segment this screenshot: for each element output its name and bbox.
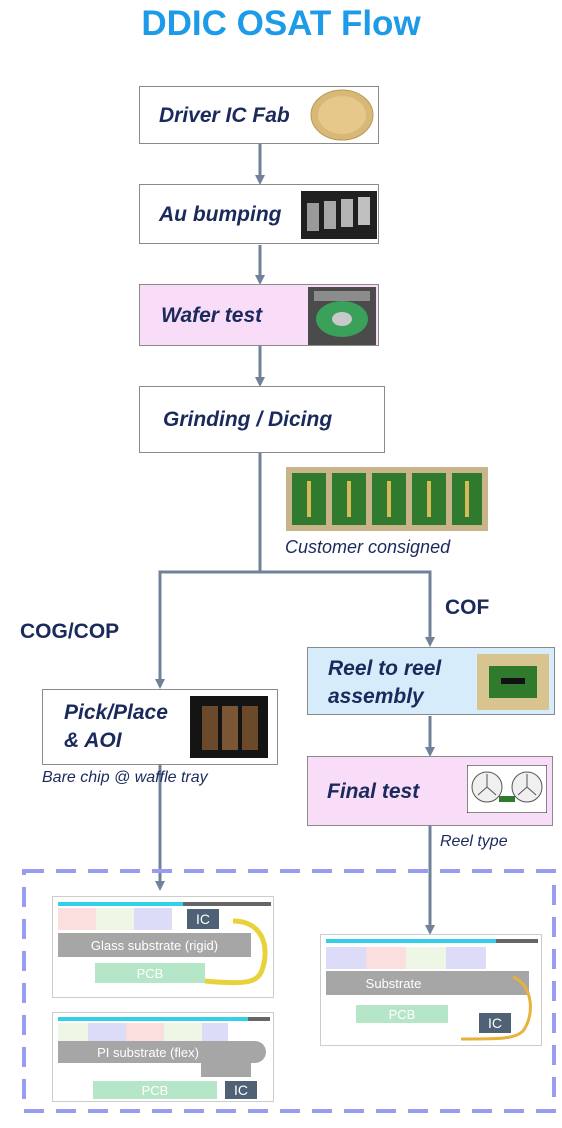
reel-icon (467, 765, 547, 813)
flex-module-panel: PI substrate (flex) PCB IC (52, 1012, 274, 1102)
ic-chip: IC (479, 1013, 511, 1033)
step-label: Au bumping (159, 203, 282, 226)
step-label: Wafer test (161, 304, 263, 327)
step-pick-place: Pick/Place & AOI (42, 689, 278, 765)
flex-cable (460, 975, 532, 1041)
prober-image (308, 287, 376, 345)
bump-image (301, 191, 377, 239)
ic-chip: IC (225, 1081, 257, 1099)
ic-label: IC (196, 911, 210, 927)
ic-label: IC (488, 1015, 502, 1031)
pixel-red (58, 908, 96, 930)
pixel-green (406, 947, 446, 969)
pcb: PCB (356, 1005, 448, 1023)
step-label: Final test (327, 780, 420, 803)
pi-substrate: PI substrate (flex) (58, 1041, 266, 1063)
arrow-to-cog (155, 452, 262, 689)
cof-substrate-label: Substrate (365, 976, 422, 991)
caption-bare-chip: Bare chip @ waffle tray (42, 769, 208, 786)
pixel-red (366, 947, 406, 969)
glass-substrate-label: Glass substrate (rigid) (90, 938, 219, 953)
pcb: PCB (95, 963, 205, 983)
caption-customer-consigned: Customer consigned (285, 537, 451, 557)
top-bar (496, 939, 538, 943)
step-label: Driver IC Fab (159, 104, 290, 127)
pixel-blue (326, 947, 366, 969)
pixel-blue (88, 1023, 126, 1041)
ic-chip: IC (187, 909, 219, 929)
wafer-image (310, 89, 374, 141)
pixel-green (58, 1023, 88, 1041)
branch-label-cof: COF (445, 596, 490, 619)
dashed-module-border (22, 869, 556, 1113)
pcb-label: PCB (136, 966, 164, 981)
caption-reel-type: Reel type (440, 833, 508, 850)
step-label-line1: Pick/Place (64, 701, 168, 724)
step-wafer-test: Wafer test (139, 284, 379, 346)
waffle-tray-image (190, 696, 268, 758)
pixel-red (126, 1023, 164, 1041)
cof-film-image (477, 654, 549, 710)
flex-cable (204, 918, 268, 986)
pixel-green (164, 1023, 202, 1041)
branch-label-cog: COG/COP (20, 620, 120, 643)
cof-substrate: Substrate (326, 971, 529, 995)
pcb-label: PCB (141, 1083, 169, 1098)
step-au-bumping: Au bumping (139, 184, 379, 244)
polarizer-bar (58, 902, 183, 906)
pixel-blue (202, 1023, 228, 1041)
pi-substrate-label: PI substrate (flex) (97, 1045, 199, 1060)
step-label-line1: Reel to reel (328, 657, 442, 680)
ic-label: IC (234, 1082, 248, 1098)
glass-module-panel: IC Glass substrate (rigid) PCB (52, 896, 274, 998)
step-label: Grinding / Dicing (163, 408, 333, 431)
pixel-blue (134, 908, 172, 930)
step-grinding-dicing: Grinding / Dicing (139, 386, 385, 453)
step-driver-ic-fab: Driver IC Fab (139, 86, 379, 144)
pixel-blue (446, 947, 486, 969)
tape-image (286, 467, 488, 531)
step-reel-to-reel: Reel to reel assembly (307, 647, 555, 715)
top-bar (248, 1017, 270, 1021)
pi-fold (201, 1059, 251, 1077)
pcb: PCB (93, 1081, 217, 1099)
top-bar (183, 902, 271, 906)
glass-substrate: Glass substrate (rigid) (58, 933, 251, 957)
polarizer-bar (58, 1017, 248, 1021)
polarizer-bar (326, 939, 496, 943)
page-title: DDIC OSAT Flow (141, 4, 421, 43)
step-final-test: Final test (307, 756, 553, 826)
step-label-line2: assembly (328, 685, 424, 708)
step-label-line2: & AOI (64, 729, 122, 752)
arrow-to-cof (260, 570, 435, 647)
cof-module-panel: Substrate PCB IC (320, 934, 542, 1046)
pixel-green (96, 908, 134, 930)
pcb-label: PCB (388, 1007, 416, 1022)
